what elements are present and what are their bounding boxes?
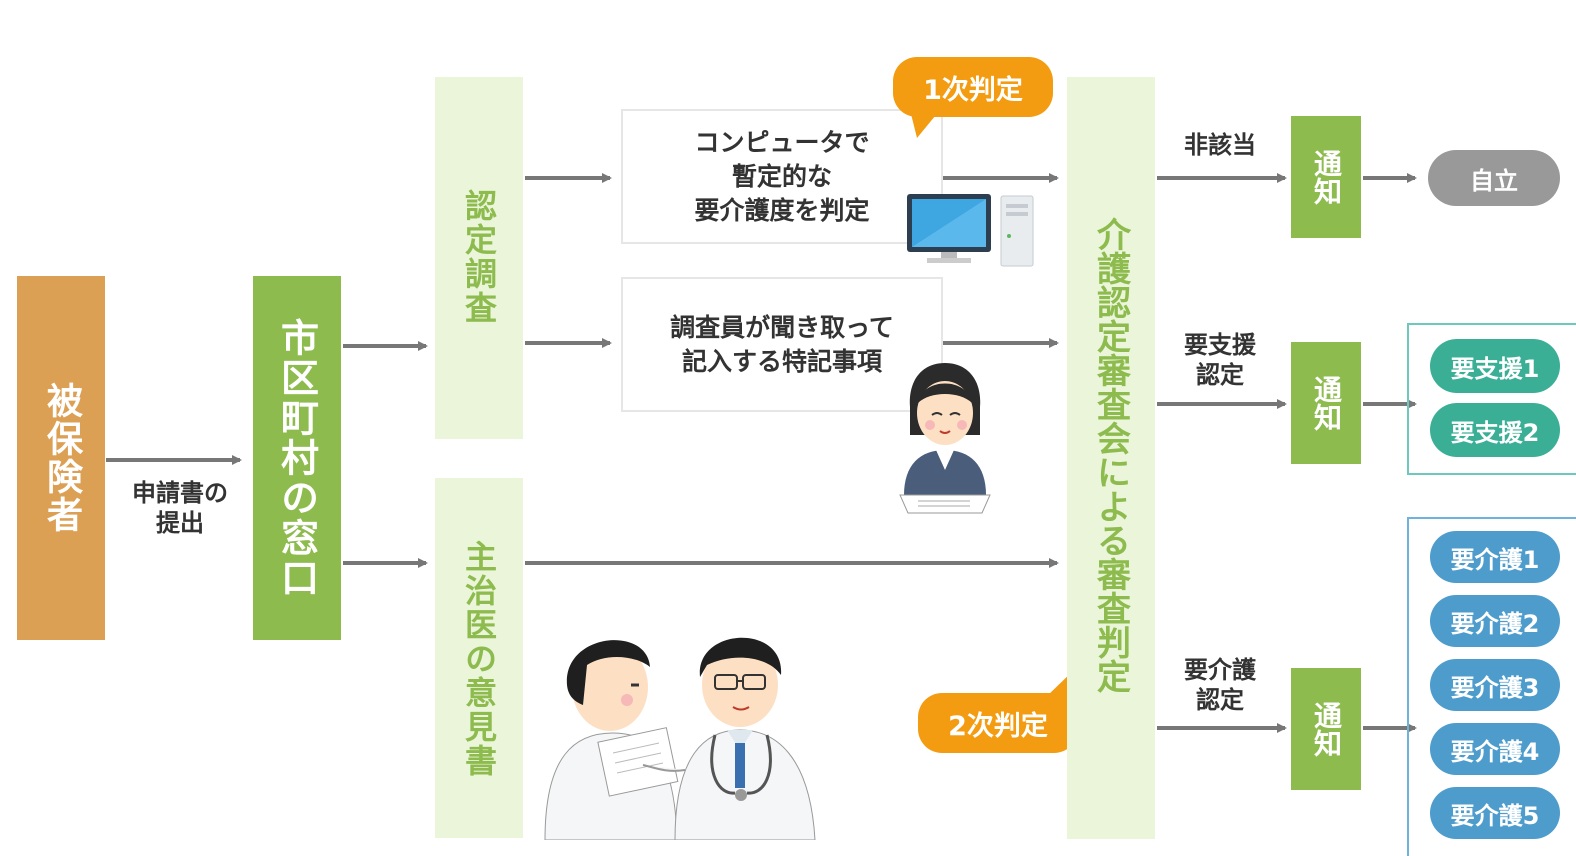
certification-survey-label: 認定調査 — [460, 189, 498, 325]
outcome-support-1-label: 要支援1 — [1450, 354, 1540, 383]
computer-judgement-box: コンピュータで 暫定的な 要介護度を判定 — [621, 109, 943, 244]
municipal-window-box: 市区町村の窓口 — [253, 276, 341, 640]
outcome-care-1: 要介護1 — [1430, 531, 1560, 583]
outcome-support-2: 要支援2 — [1430, 403, 1560, 457]
doctor-opinion-box: 主治医の意見書 — [435, 478, 523, 838]
insured-box: 被保険者 — [17, 276, 105, 640]
outcome-support-2-label: 要支援2 — [1450, 418, 1540, 447]
outcome-care-5: 要介護5 — [1430, 787, 1560, 839]
outcome-care-1-label: 要介護1 — [1450, 545, 1540, 574]
outcome-care-3: 要介護3 — [1430, 659, 1560, 711]
computer-icon — [907, 194, 1034, 267]
not-applicable-label: 非該当 — [1184, 131, 1256, 159]
first-bubble-tail — [910, 110, 940, 138]
care-certified-label: 要介護 認定 — [1165, 655, 1275, 715]
interviewer-line2: 記入する特記事項 — [681, 346, 882, 376]
doctor-opinion-label: 主治医の意見書 — [460, 540, 498, 778]
second-judgement-label: 2次判定 — [948, 710, 1048, 742]
computer-line1: コンピュータで — [694, 127, 870, 157]
application-label-line1: 申請書の — [132, 479, 228, 507]
certification-survey-box: 認定調査 — [435, 77, 523, 439]
outcome-support-1: 要支援1 — [1430, 339, 1560, 393]
application-label: 申請書の 提出 — [115, 478, 245, 538]
notify-label-2: 通知 — [1310, 375, 1343, 431]
notify-label-1: 通知 — [1310, 149, 1343, 205]
review-board-box: 介護認定審査会による審査判定 — [1067, 77, 1155, 839]
doctors-icon — [544, 637, 816, 840]
support-certified-label: 要支援 認定 — [1165, 330, 1275, 390]
outcome-independent-label: 自立 — [1470, 166, 1518, 195]
care-certified-line2: 認定 — [1196, 686, 1244, 714]
application-label-line2: 提出 — [156, 509, 204, 537]
support-group-frame — [1407, 323, 1576, 475]
outcome-independent: 自立 — [1428, 150, 1560, 206]
interviewer-line1: 調査員が聞き取って — [670, 312, 894, 342]
interviewer-icon — [899, 363, 991, 514]
computer-line2: 暫定的な — [731, 161, 832, 191]
computer-line3: 要介護度を判定 — [694, 195, 870, 225]
municipal-window-label: 市区町村の窓口 — [274, 318, 319, 598]
outcome-care-2-label: 要介護2 — [1450, 609, 1540, 638]
outcome-care-5-label: 要介護5 — [1450, 801, 1540, 830]
first-judgement-bubble: 1次判定 — [893, 57, 1053, 117]
notify-box-care: 通知 — [1291, 668, 1361, 790]
support-certified-line1: 要支援 — [1184, 331, 1256, 359]
care-group-frame — [1407, 517, 1576, 856]
first-judgement-label: 1次判定 — [923, 74, 1023, 106]
notify-label-3: 通知 — [1310, 701, 1343, 757]
notify-box-support: 通知 — [1291, 342, 1361, 464]
second-judgement-bubble: 2次判定 — [918, 693, 1078, 753]
support-certified-line2: 認定 — [1196, 361, 1244, 389]
notify-box-independent: 通知 — [1291, 116, 1361, 238]
interviewer-notes-box: 調査員が聞き取って 記入する特記事項 — [621, 277, 943, 412]
outcome-care-3-label: 要介護3 — [1450, 673, 1540, 702]
outcome-care-2: 要介護2 — [1430, 595, 1560, 647]
review-board-label: 介護認定審査会による審査判定 — [1090, 217, 1131, 693]
outcome-care-4: 要介護4 — [1430, 723, 1560, 775]
outcome-care-4-label: 要介護4 — [1450, 737, 1540, 766]
insured-label: 被保険者 — [41, 382, 82, 534]
care-certified-line1: 要介護 — [1184, 656, 1256, 684]
